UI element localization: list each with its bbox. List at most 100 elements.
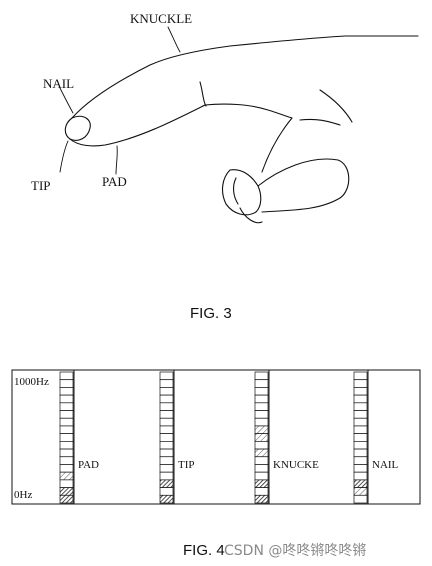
palm-curve bbox=[299, 118, 341, 126]
column-label: PAD bbox=[78, 459, 99, 471]
frequency-cell bbox=[254, 479, 269, 488]
nail-label: NAIL bbox=[43, 76, 74, 91]
frequency-cell bbox=[254, 494, 269, 504]
knuckle-pointer bbox=[167, 26, 181, 53]
frequency-cell bbox=[254, 417, 269, 427]
frequency-cell bbox=[353, 433, 368, 442]
finger-top-outline bbox=[71, 35, 419, 119]
frequency-cell bbox=[353, 456, 368, 465]
frequency-cell bbox=[159, 425, 174, 434]
fig4-frame bbox=[11, 369, 421, 505]
frequency-cell bbox=[254, 410, 269, 419]
frequency-cell bbox=[353, 394, 368, 404]
frequency-cell bbox=[59, 371, 74, 381]
frequency-cell bbox=[353, 425, 368, 434]
frequency-cell bbox=[353, 464, 368, 473]
frequency-cell bbox=[254, 487, 269, 496]
frequency-cell bbox=[159, 494, 174, 504]
frequency-cell bbox=[254, 425, 269, 434]
frequency-cell bbox=[353, 387, 368, 396]
hand-drawing bbox=[59, 26, 419, 224]
frequency-cell bbox=[254, 433, 269, 442]
frequency-cell bbox=[159, 479, 174, 488]
frequency-cell bbox=[353, 410, 368, 419]
frequency-cell bbox=[254, 379, 269, 388]
frequency-cell bbox=[159, 394, 174, 404]
frequency-cell bbox=[59, 402, 74, 411]
frequency-cell bbox=[254, 394, 269, 404]
frequency-cell bbox=[353, 371, 368, 381]
frequency-cell bbox=[353, 479, 368, 488]
frequency-cell bbox=[59, 387, 74, 396]
frequency-cell bbox=[159, 371, 174, 381]
frequency-cell bbox=[353, 441, 368, 450]
knuckle-label: KNUCKLE bbox=[130, 11, 192, 26]
fig4-caption: FIG. 4 bbox=[183, 542, 225, 559]
knuckle-crease bbox=[199, 81, 207, 107]
frequency-cell bbox=[254, 471, 269, 481]
pad-label: PAD bbox=[102, 174, 127, 189]
frequency-cell bbox=[159, 379, 174, 388]
frequency-cell bbox=[353, 448, 368, 458]
pad-pointer bbox=[115, 145, 118, 175]
frequency-cell bbox=[254, 402, 269, 411]
frequency-cell bbox=[254, 464, 269, 473]
frequency-cell bbox=[159, 402, 174, 411]
palm-outline bbox=[204, 103, 293, 119]
frequency-cell bbox=[353, 379, 368, 388]
frequency-cell bbox=[59, 379, 74, 388]
frequency-cell bbox=[353, 417, 368, 427]
axis-top-label: 1000Hz bbox=[14, 376, 49, 388]
frequency-cell bbox=[59, 417, 74, 427]
frequency-cell bbox=[159, 387, 174, 396]
fig3-caption: FIG. 3 bbox=[190, 305, 232, 322]
frequency-cell bbox=[159, 456, 174, 465]
nail-outline bbox=[64, 115, 91, 141]
frequency-cell bbox=[254, 456, 269, 465]
thumb-lower bbox=[239, 207, 263, 224]
frequency-cell bbox=[59, 464, 74, 473]
csdn-watermark: CSDN @咚咚锵咚咚锵 bbox=[224, 543, 367, 559]
frequency-cell bbox=[59, 425, 74, 434]
frequency-cell bbox=[159, 417, 174, 427]
frequency-cell bbox=[159, 433, 174, 442]
frequency-cell bbox=[254, 448, 269, 458]
frequency-cell bbox=[159, 487, 174, 496]
frequency-cell bbox=[353, 402, 368, 411]
finger-bottom-outline bbox=[69, 104, 206, 147]
frequency-cell bbox=[353, 471, 368, 481]
tip-label: TIP bbox=[31, 178, 51, 193]
tip-pointer bbox=[59, 140, 69, 173]
frequency-cell bbox=[254, 387, 269, 396]
frequency-cell bbox=[59, 394, 74, 404]
frequency-cell bbox=[59, 410, 74, 419]
frequency-cell bbox=[59, 456, 74, 465]
column-label: TIP bbox=[178, 459, 195, 471]
frequency-cell bbox=[159, 464, 174, 473]
frequency-cell bbox=[159, 410, 174, 419]
thumb-tip bbox=[221, 169, 262, 216]
frequency-cell bbox=[59, 441, 74, 450]
frequency-cell bbox=[353, 487, 368, 496]
frequency-cell bbox=[59, 487, 74, 496]
frequency-cell bbox=[59, 479, 74, 488]
frequency-cell bbox=[59, 448, 74, 458]
frequency-cell bbox=[159, 471, 174, 481]
frequency-cell bbox=[59, 471, 74, 481]
column-label: NAIL bbox=[372, 459, 399, 471]
nail-pointer bbox=[59, 87, 74, 114]
frequency-cell bbox=[159, 441, 174, 450]
thumb-outline bbox=[261, 117, 293, 173]
frequency-columns: PAD TIP KNUCKE NAIL bbox=[59, 370, 399, 504]
axis-bottom-label: 0Hz bbox=[14, 489, 32, 501]
frequency-cell bbox=[254, 441, 269, 450]
frequency-cell bbox=[353, 494, 368, 504]
column-label: KNUCKE bbox=[273, 459, 319, 471]
frequency-cell bbox=[254, 371, 269, 381]
frequency-cell bbox=[59, 494, 74, 504]
thumb-nail bbox=[233, 177, 239, 205]
frequency-cell bbox=[159, 448, 174, 458]
frequency-cell bbox=[59, 433, 74, 442]
thumb-body bbox=[257, 158, 350, 213]
